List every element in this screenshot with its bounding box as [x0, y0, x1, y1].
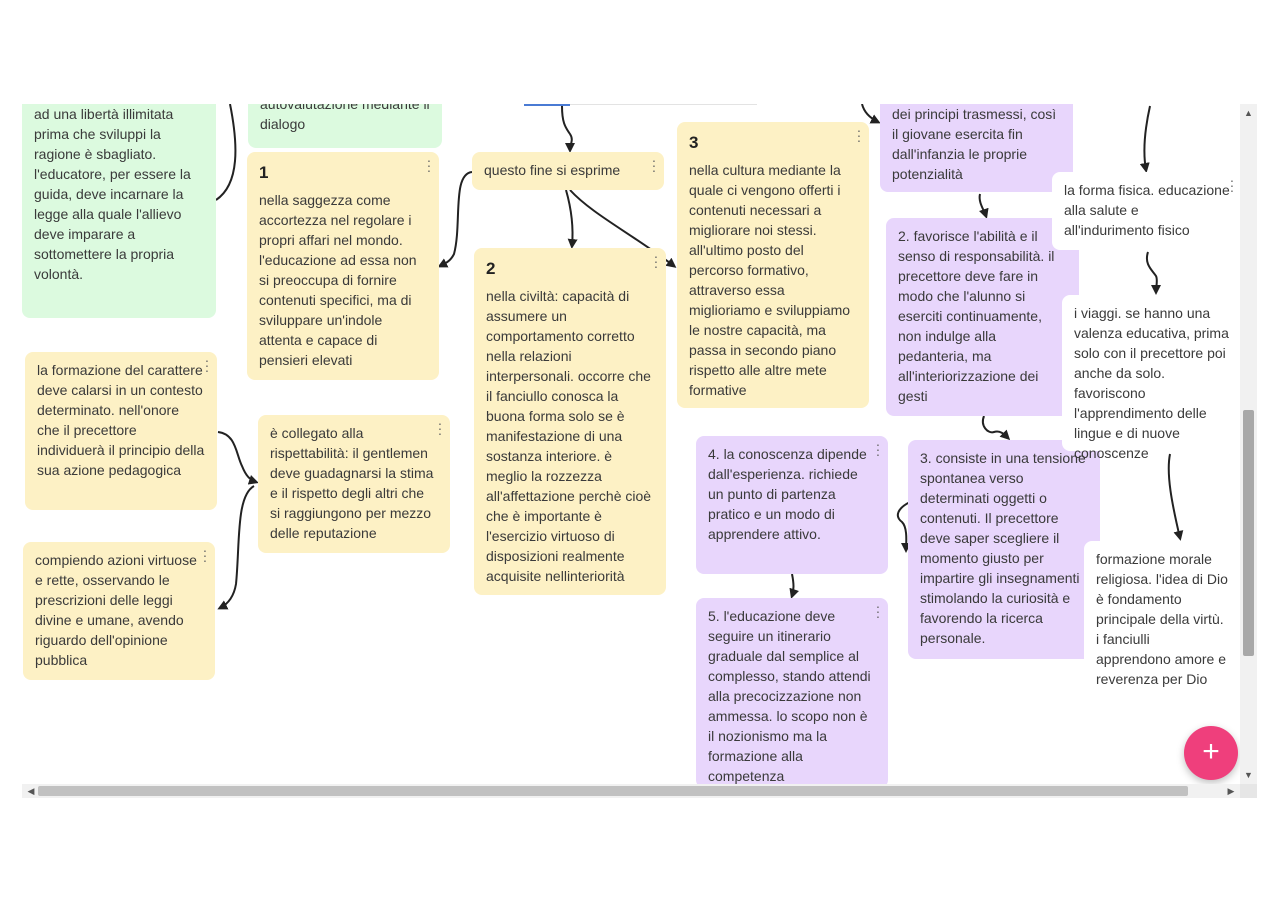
scroll-left-icon[interactable]: ◀ [27, 786, 35, 796]
note-text: nella civiltà: capacità di assumere un c… [486, 288, 652, 584]
note-text: i viaggi. se hanno una valenza educativa… [1074, 305, 1229, 461]
note-menu-icon[interactable]: ··· [204, 352, 210, 378]
arrow-green-to-1 [215, 104, 237, 201]
note-card[interactable]: autovalutazione mediante il dialogo [248, 104, 442, 148]
scroll-up-icon[interactable]: ▲ [1244, 108, 1253, 118]
note-text: dei principi trasmessi, così il giovane … [892, 106, 1057, 182]
arrow-fine-to-1 [437, 171, 473, 268]
scrollbar-corner [1240, 784, 1257, 798]
note-card[interactable]: ··· questo fine si esprime [472, 152, 664, 190]
arrow-to-principi [861, 104, 881, 124]
note-text: nella saggezza come accortezza nel regol… [259, 192, 417, 368]
vertical-scrollbar[interactable]: ▲ ▼ [1240, 104, 1257, 784]
note-number: 2 [486, 259, 496, 278]
note-menu-icon[interactable]: ··· [875, 598, 881, 624]
note-card[interactable]: ··· 5. l'educazione deve seguire un itin… [696, 598, 888, 784]
note-card[interactable]: ··· 1 nella saggezza come accortezza nel… [247, 152, 439, 380]
note-card[interactable]: ··· compiendo azioni virtuose e rette, o… [23, 542, 215, 680]
board-canvas[interactable]: ad una libertà illimitata prima che svil… [22, 104, 1240, 784]
horizontal-scrollbar[interactable]: ◀ ▶ [22, 784, 1240, 798]
arrow-p2-to-p3 [982, 415, 1011, 441]
arrow-principi-to-p2 [978, 193, 989, 219]
note-menu-icon[interactable]: ··· [856, 122, 862, 148]
arrow-collegato-to-compiendo [217, 485, 255, 610]
note-card[interactable]: ··· la formazione del carattere deve cal… [25, 352, 217, 510]
arrow-top-to-fisica [1139, 105, 1151, 173]
arrow-top-to-fine [561, 105, 576, 153]
note-text: è collegato alla rispettabilità: il gent… [270, 425, 434, 541]
note-text: autovalutazione mediante il dialogo [260, 104, 430, 132]
plus-icon: + [1202, 735, 1220, 768]
note-card[interactable]: i viaggi. se hanno una valenza educativa… [1062, 295, 1240, 461]
note-menu-icon[interactable]: ··· [875, 436, 881, 462]
note-card[interactable]: ad una libertà illimitata prima che svil… [22, 104, 216, 318]
note-text: compiendo azioni virtuose e rette, osser… [35, 552, 197, 668]
note-menu-icon[interactable]: ··· [1229, 172, 1235, 198]
note-text: 4. la conoscenza dipende dall'esperienza… [708, 446, 867, 542]
note-menu-icon[interactable]: ··· [651, 152, 657, 178]
note-text: questo fine si esprime [484, 162, 621, 178]
note-card[interactable]: 3. consiste in una tensione spontanea ve… [908, 440, 1100, 659]
note-number: 1 [259, 163, 269, 182]
selection-indicator [524, 104, 570, 106]
connector-line-top [524, 104, 757, 106]
add-note-button[interactable]: + [1184, 726, 1238, 780]
note-card[interactable]: ··· è collegato alla rispettabilità: il … [258, 415, 450, 553]
arrow-fisica-to-viaggi [1146, 251, 1162, 295]
arrow-p4-to-p5 [789, 573, 799, 599]
note-text: 2. favorisce l'abilità e il senso di res… [898, 228, 1055, 404]
note-text: nella cultura mediante la quale ci vengo… [689, 162, 851, 398]
note-card[interactable]: 2. favorisce l'abilità e il senso di res… [886, 218, 1079, 416]
note-card[interactable]: ··· 4. la conoscenza dipende dall'esperi… [696, 436, 888, 574]
note-menu-icon[interactable]: ··· [437, 415, 443, 441]
note-card[interactable]: dei principi trasmessi, così il giovane … [880, 104, 1073, 192]
arrow-viaggi-to-morale [1167, 453, 1184, 541]
arrow-fine-to-2 [565, 189, 578, 249]
note-menu-icon[interactable]: ··· [426, 152, 432, 178]
note-card[interactable]: ··· 2 nella civiltà: capacità di assumer… [474, 248, 666, 595]
note-text: formazione morale religiosa. l'idea di D… [1096, 551, 1228, 687]
note-menu-icon[interactable]: ··· [653, 248, 659, 274]
note-text: 3. consiste in una tensione spontanea ve… [920, 450, 1086, 646]
horizontal-scroll-thumb[interactable] [38, 786, 1188, 796]
note-text: 5. l'educazione deve seguire un itinerar… [708, 608, 871, 784]
vertical-scroll-thumb[interactable] [1243, 410, 1254, 656]
scroll-right-icon[interactable]: ▶ [1227, 786, 1235, 796]
scroll-down-icon[interactable]: ▼ [1244, 770, 1253, 780]
note-number: 3 [689, 133, 699, 152]
board-viewport[interactable]: ad una libertà illimitata prima che svil… [22, 104, 1257, 798]
note-text: la formazione del carattere deve calarsi… [37, 362, 205, 478]
note-text: ad una libertà illimitata prima che svil… [34, 106, 191, 282]
note-menu-icon[interactable]: ··· [202, 542, 208, 568]
note-card[interactable]: ··· 3 nella cultura mediante la quale ci… [677, 122, 869, 408]
note-card[interactable]: ··· la forma fisica. educazione alla sal… [1052, 172, 1240, 250]
note-text: la forma fisica. educazione alla salute … [1064, 182, 1230, 238]
note-card[interactable]: formazione morale religiosa. l'idea di D… [1084, 541, 1240, 687]
arrow-formazione-to-collegato [217, 431, 259, 485]
